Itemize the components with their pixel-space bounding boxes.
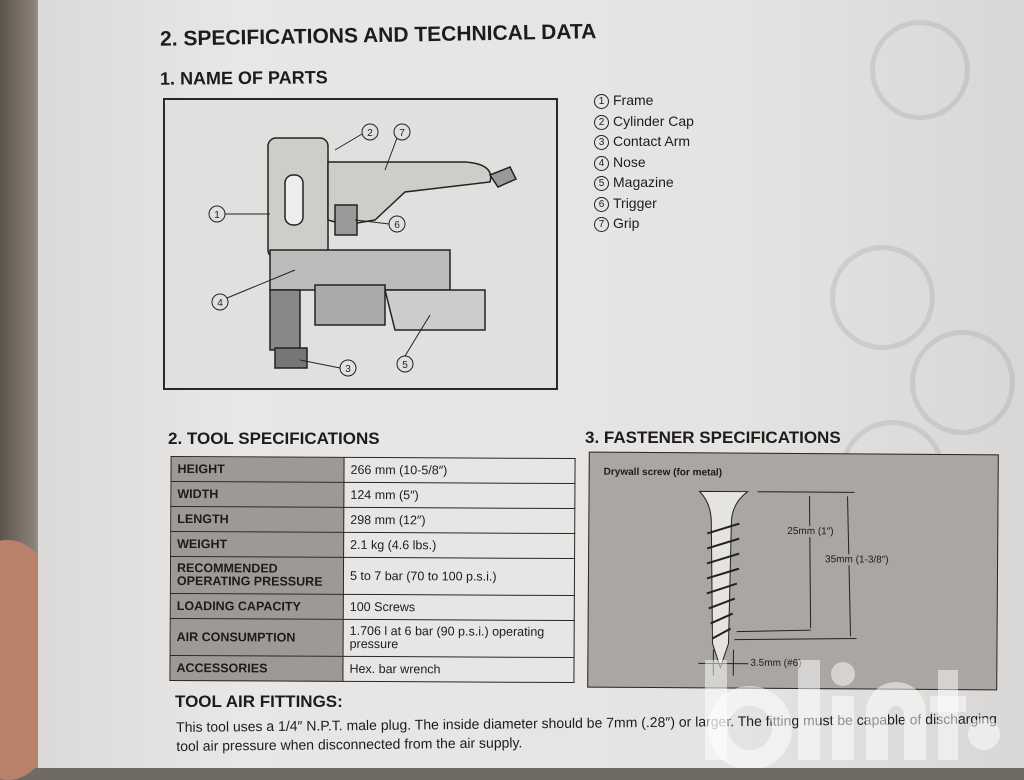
fastener-specs-title: 3. FASTENER SPECIFICATIONS bbox=[585, 428, 841, 448]
part-number: 2 bbox=[594, 115, 609, 130]
part-number: 4 bbox=[594, 156, 609, 171]
part-label: Trigger bbox=[613, 195, 657, 211]
svg-text:2: 2 bbox=[367, 128, 373, 139]
part-label: Magazine bbox=[613, 174, 674, 190]
dim-length-long: 35mm (1-3/8″) bbox=[825, 554, 889, 565]
legend-item: 6 Trigger bbox=[594, 193, 694, 214]
spec-key: LENGTH bbox=[171, 506, 344, 532]
part-number: 6 bbox=[594, 197, 609, 212]
bleedthrough-icon bbox=[910, 330, 1015, 435]
part-number: 1 bbox=[594, 94, 609, 109]
watermark-logo bbox=[700, 650, 1000, 768]
legend-item: 5 Magazine bbox=[594, 172, 694, 193]
part-number: 5 bbox=[594, 176, 609, 191]
legend-item: 3 Contact Arm bbox=[594, 131, 694, 152]
air-fittings-title: TOOL AIR FITTINGS: bbox=[175, 692, 343, 711]
dim-length-short: 25mm (1″) bbox=[787, 526, 833, 537]
spec-value: 100 Screws bbox=[343, 594, 574, 620]
legend-item: 7 Grip bbox=[594, 213, 694, 234]
legend-item: 2 Cylinder Cap bbox=[594, 111, 694, 132]
part-label: Grip bbox=[613, 215, 639, 231]
svg-text:5: 5 bbox=[402, 360, 408, 371]
legend-item: 4 Nose bbox=[594, 152, 694, 173]
spec-value: 1.706 l at 6 bar (90 p.s.i.) operating p… bbox=[343, 619, 574, 657]
nailer-illustration: 2 7 1 6 4 3 5 bbox=[165, 100, 556, 388]
spec-value: 2.1 kg (4.6 lbs.) bbox=[344, 532, 575, 558]
part-number: 3 bbox=[594, 135, 609, 150]
spec-key: AIR CONSUMPTION bbox=[170, 618, 343, 656]
part-label: Nose bbox=[613, 154, 646, 170]
spec-key: WIDTH bbox=[171, 481, 344, 507]
svg-text:6: 6 bbox=[394, 220, 400, 231]
spec-value: Hex. bar wrench bbox=[343, 656, 574, 682]
part-number: 7 bbox=[594, 217, 609, 232]
spec-key: LOADING CAPACITY bbox=[170, 593, 343, 619]
spec-key: WEIGHT bbox=[171, 531, 344, 557]
bleedthrough-icon bbox=[830, 245, 935, 350]
svg-text:1: 1 bbox=[214, 210, 220, 221]
svg-text:4: 4 bbox=[217, 298, 223, 309]
spec-key: RECOMMENDED OPERATING PRESSURE bbox=[170, 556, 343, 594]
spec-value: 5 to 7 bar (70 to 100 p.s.i.) bbox=[343, 557, 574, 595]
svg-text:3: 3 bbox=[345, 364, 351, 375]
part-label: Contact Arm bbox=[613, 133, 690, 149]
spec-key: ACCESSORIES bbox=[170, 655, 343, 681]
tool-specs-title: 2. TOOL SPECIFICATIONS bbox=[168, 429, 380, 449]
spec-value: 298 mm (12″) bbox=[344, 507, 575, 533]
spec-value: 266 mm (10-5/8″) bbox=[344, 457, 575, 483]
part-label: Frame bbox=[613, 92, 653, 108]
part-label: Cylinder Cap bbox=[613, 113, 694, 129]
spec-key: HEIGHT bbox=[171, 456, 344, 482]
legend-item: 1 Frame bbox=[594, 90, 694, 111]
svg-text:7: 7 bbox=[399, 128, 405, 139]
bleedthrough-icon bbox=[870, 20, 970, 120]
parts-title: 1. NAME OF PARTS bbox=[160, 67, 328, 89]
parts-diagram: 2 7 1 6 4 3 5 bbox=[163, 98, 558, 390]
spec-value: 124 mm (5″) bbox=[344, 482, 575, 508]
